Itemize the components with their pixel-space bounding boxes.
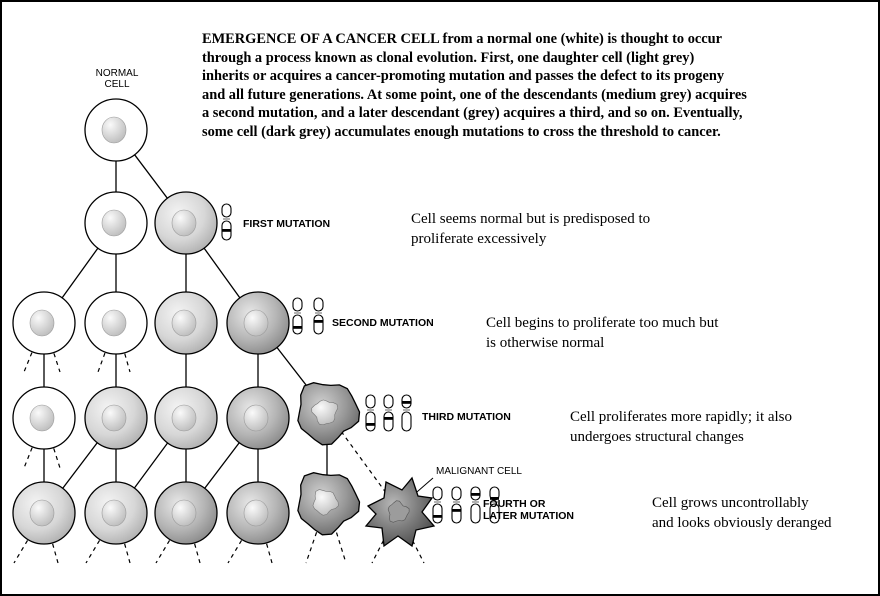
chromosome-arm [366, 412, 375, 431]
first-description-line-1: Cell seems normal but is predisposed to [411, 209, 650, 229]
fourth-mutation-label-line-1: FOURTH OR [483, 498, 574, 510]
second-mutation-label: SECOND MUTATION [332, 317, 434, 329]
cell-nucleus [172, 405, 196, 431]
caption-lead: EMERGENCE OF A CANCER CELL [202, 31, 439, 47]
normal-cell-label-line-1: NORMAL [82, 68, 152, 79]
cell-nucleus [30, 500, 54, 526]
caption-line-3: inherits or acquires a cancer-promoting … [202, 67, 878, 86]
chromosome-arm [402, 412, 411, 431]
second-mutation-description: Cell begins to proliferate too much but … [486, 313, 718, 353]
fourth-mutation-label-line-2: LATER MUTATION [483, 510, 574, 522]
third-mutation-label: THIRD MUTATION [422, 411, 511, 423]
first-mutation-label: FIRST MUTATION [243, 218, 330, 230]
caption-line-6: some cell (dark grey) accumulates enough… [202, 123, 878, 142]
second-description-line-1: Cell begins to proliferate too much but [486, 313, 718, 333]
cell-nucleus [102, 117, 126, 143]
chromosome-arm [384, 412, 393, 431]
third-description-line-2: undergoes structural changes [570, 427, 792, 447]
chromosome-arm [222, 204, 231, 217]
chromosome-arm [384, 395, 393, 408]
malignant-cell-label: MALIGNANT CELL [436, 466, 522, 477]
cell-nucleus [102, 405, 126, 431]
second-description-line-2: is otherwise normal [486, 333, 718, 353]
mutation-band [433, 515, 442, 518]
mutation-band [402, 401, 411, 404]
mutation-band [366, 423, 375, 426]
mutation-band [452, 509, 461, 512]
first-description-line-2: proliferate excessively [411, 229, 650, 249]
fourth-description-line-2: and looks obviously deranged [652, 513, 832, 533]
chromosome-arm [314, 315, 323, 334]
first-mutation-description: Cell seems normal but is predisposed to … [411, 209, 650, 249]
fourth-mutation-label: FOURTH OR LATER MUTATION [483, 498, 574, 522]
third-description-line-1: Cell proliferates more rapidly; it also [570, 407, 792, 427]
chromosome-arm [433, 487, 442, 500]
fourth-description-line-1: Cell grows uncontrollably [652, 493, 832, 513]
cell-nucleus [172, 210, 196, 236]
chromosome-arm [452, 504, 461, 523]
normal-cell-label-line-2: CELL [82, 79, 152, 90]
third-mutation-description: Cell proliferates more rapidly; it also … [570, 407, 792, 447]
mutation-band [314, 320, 323, 323]
caption: EMERGENCE OF A CANCER CELL from a normal… [202, 30, 878, 141]
cell-nucleus [30, 310, 54, 336]
normal-cell-label: NORMAL CELL [82, 68, 152, 90]
mutation-band [222, 229, 231, 232]
chromosome-arm [293, 315, 302, 334]
fourth-mutation-description: Cell grows uncontrollably and looks obvi… [652, 493, 832, 533]
caption-line-1: from a normal one (white) is thought to … [439, 31, 722, 47]
cell-nucleus [30, 405, 54, 431]
cell-nucleus [102, 210, 126, 236]
mutation-band [384, 417, 393, 420]
caption-line-2: through a process known as clonal evolut… [202, 49, 878, 68]
caption-line-5: a second mutation, and a later descendan… [202, 104, 878, 123]
cell-nucleus [244, 500, 268, 526]
cell-nucleus [102, 310, 126, 336]
chromosome-arm [452, 487, 461, 500]
cell-nucleus [172, 500, 196, 526]
caption-line-4: and all future generations. At some poin… [202, 86, 878, 105]
cell-nucleus [244, 405, 268, 431]
cell-nucleus [102, 500, 126, 526]
mutation-band [293, 326, 302, 329]
chromosome-arm [433, 504, 442, 523]
chromosome-arm [366, 395, 375, 408]
cell-nucleus [244, 310, 268, 336]
chromosome-arm [471, 504, 480, 523]
lineage-lines [14, 130, 433, 563]
mutation-band [471, 493, 480, 496]
chromosome-arm [293, 298, 302, 311]
chromosome-arm [314, 298, 323, 311]
cell-nucleus [172, 310, 196, 336]
